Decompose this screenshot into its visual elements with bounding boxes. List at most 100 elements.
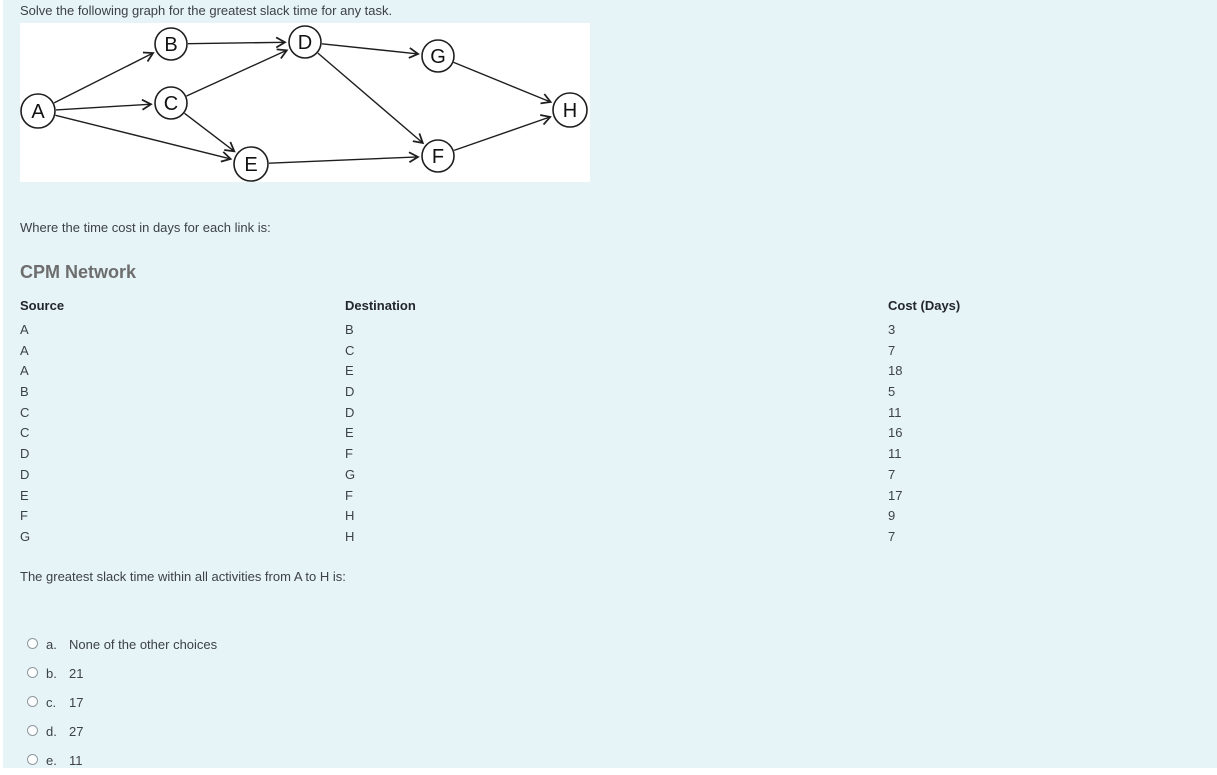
destination-cell: D [345,404,355,420]
cost-cell: 3 [888,322,896,337]
table-row: C D 11 [20,405,1200,426]
cost-cell: 16 [888,425,903,441]
cost-cell: 17 [888,487,903,503]
cost-cell: 9 [888,508,896,524]
destination-cell: C [345,342,355,358]
table-row: A C 7 [20,343,1200,364]
graph-node-D: D [288,25,322,59]
source-cell: D [20,446,30,462]
answer-option-a[interactable]: a.None of the other choices [20,630,217,659]
source-cell: E [20,487,29,503]
cost-cell: 11 [888,404,902,420]
answer-options: a.None of the other choices b. 21 c. 17 d. 27 e… [20,630,217,775]
answer-option-d[interactable]: d. 27 [20,717,217,746]
cost-cell: 7 [888,466,896,482]
destination-cell: H [345,508,355,524]
question-intro: Solve the following graph for the greate… [20,3,393,18]
graph-node-G: G [421,39,455,73]
cost-cell: 11 [888,446,902,462]
graph-node-F: F [421,139,455,173]
option-letter: d. [46,724,57,739]
option-label: 17 [69,695,84,710]
answer-option-c[interactable]: c. 17 [20,688,217,717]
graph-node-A: A [20,93,56,129]
cost-cell: 5 [888,384,896,400]
source-cell: F [20,508,28,524]
table-row: C E 16 [20,425,1200,446]
answer-radio-e[interactable] [27,754,38,765]
answer-option-b[interactable]: b. 21 [20,659,217,688]
source-cell: C [20,404,30,420]
source-cell: A [20,363,29,379]
graph-edge-A-E [55,114,233,163]
source-cell: A [20,322,29,337]
network-graph-image: A B C D E G F H [20,23,590,182]
destination-cell: E [345,425,354,441]
cost-cell: 7 [888,342,896,358]
answer-option-e[interactable]: e. 11 [20,746,217,775]
graph-edge-F-H [453,114,552,152]
answer-radio-d[interactable] [27,725,38,736]
cost-header: Cost (Days) [888,298,961,313]
option-label: 21 [69,666,84,681]
table-row: F H 9 [20,508,1200,529]
svg-text:B: B [164,34,177,56]
graph-edge-A-B [53,51,155,104]
source-cell: B [20,384,29,400]
source-cell: G [20,528,31,544]
graph-edge-C-E [184,112,236,153]
destination-cell: F [345,446,353,462]
svg-text:H: H [563,100,577,122]
graph-node-C: C [154,86,188,120]
destination-cell: D [345,384,355,400]
svg-text:E: E [244,154,257,176]
option-label: 11 [69,753,83,768]
answer-radio-b[interactable] [27,667,38,678]
cost-cell: 7 [888,528,896,544]
table-row: A B 3 [20,322,1200,343]
svg-text:F: F [432,146,444,168]
option-label: None of the other choices [69,637,218,652]
option-letter: b. [46,666,57,681]
source-header: Source [20,298,65,313]
source-cell: A [20,342,29,358]
option-letter: e. [46,753,57,768]
graph-edge-E-F [268,151,420,164]
svg-text:D: D [298,32,312,54]
svg-text:C: C [164,93,178,115]
destination-cell: H [345,528,355,544]
question-panel: Solve the following graph for the greate… [3,0,1217,768]
table-row: E F 17 [20,488,1200,509]
question-prompt: The greatest slack time within all activ… [20,569,346,584]
graph-edge-C-D [186,48,289,97]
source-cell: C [20,425,30,441]
svg-text:A: A [31,101,45,123]
option-letter: c. [46,695,57,710]
answer-radio-c[interactable] [27,696,38,707]
destination-cell: E [345,363,354,379]
destination-cell: G [345,466,356,482]
graph-node-H: H [552,92,588,128]
table-row: D F 11 [20,446,1200,467]
destination-cell: B [345,322,354,337]
link-cost-text: Where the time cost in days for each lin… [20,220,271,235]
destination-cell: F [345,487,353,503]
table-header-row: Source Destination Cost (Days) [20,295,1200,322]
destination-header: Destination [345,298,416,313]
cpm-network-heading: CPM Network [20,262,137,282]
svg-text:G: G [430,46,446,68]
source-cell: D [20,466,30,482]
option-label: 27 [69,724,84,739]
table-row: G H 7 [20,529,1200,550]
graph-edge-B-D [187,36,287,49]
answer-radio-a[interactable] [27,638,38,649]
graph-edge-G-H [453,61,553,105]
graph-node-B: B [154,27,188,61]
table-row: D G 7 [20,467,1200,488]
table-row: B D 5 [20,384,1200,405]
graph-edge-A-C [55,98,153,111]
cpm-graph-svg: A B C D E G F H [20,25,588,182]
